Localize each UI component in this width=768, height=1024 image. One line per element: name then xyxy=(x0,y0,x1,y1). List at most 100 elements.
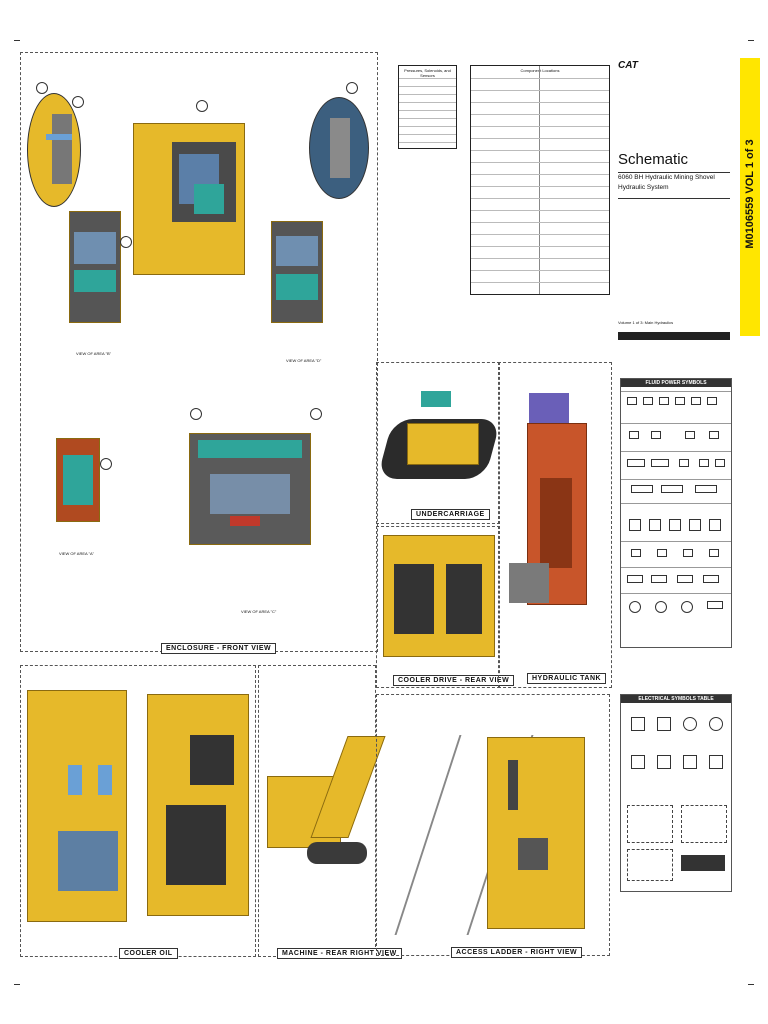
access-module xyxy=(487,737,585,929)
symbol xyxy=(657,717,671,731)
view-label-c: VIEW OF AREA "C" xyxy=(241,609,277,614)
hydraulic-tank-panel: HYDRAULIC TANK xyxy=(498,362,612,688)
symbol xyxy=(631,755,645,769)
cooler-drive-panel: COOLER DRIVE - REAR VIEW xyxy=(376,526,515,688)
view-label-b: VIEW OF AREA "B" xyxy=(76,351,112,356)
enclosure-3d xyxy=(133,123,245,275)
crop-mark xyxy=(748,984,754,985)
doc-subtitle-1: 6060 BH Hydraulic Mining Shovel xyxy=(618,174,715,181)
enclosure-panel: VIEW OF AREA "B" VIEW OF AREA "D" VIEW O… xyxy=(20,52,378,654)
symbol xyxy=(709,519,721,531)
callout-marker xyxy=(36,82,48,94)
volume-text: Volume 1 of 3: Main Hydraulics xyxy=(618,320,674,325)
pressure-table: Pressures, Solenoids, and Sensors xyxy=(398,65,457,149)
panel-label-cooler-oil: COOLER OIL xyxy=(119,948,178,959)
callout-marker xyxy=(346,82,358,94)
symbol xyxy=(715,459,725,467)
title-bar xyxy=(618,332,730,340)
symbol xyxy=(707,397,717,405)
symbol xyxy=(669,519,681,531)
panel-label-cooler-drive: COOLER DRIVE - REAR VIEW xyxy=(393,675,515,686)
symbol xyxy=(651,431,661,439)
fluid-power-symbols: FLUID POWER SYMBOLS xyxy=(620,378,732,648)
electrical-symbols-title: ELECTRICAL SYMBOLS TABLE xyxy=(621,695,731,703)
symbol xyxy=(629,431,639,439)
tracks xyxy=(307,842,367,864)
symbol xyxy=(659,397,669,405)
fluid-symbols-title: FLUID POWER SYMBOLS xyxy=(621,379,731,387)
swivel-joint xyxy=(421,391,451,407)
cooler-housing xyxy=(383,535,495,657)
cooler-oil-front xyxy=(27,690,127,922)
pressure-table-title: Pressures, Solenoids, and Sensors xyxy=(404,68,451,78)
callout-marker xyxy=(190,408,202,420)
symbol xyxy=(655,601,667,613)
panel-label-access-ladder: ACCESS LADDER - RIGHT VIEW xyxy=(451,947,583,958)
wiring-example xyxy=(627,849,673,881)
view-label-d: VIEW OF AREA "D" xyxy=(286,358,322,363)
zoom-callout-left xyxy=(27,93,81,245)
component-location-table: Component Locations xyxy=(470,65,610,295)
symbol xyxy=(709,717,723,731)
valve-area-a xyxy=(56,438,100,522)
valve-block-b xyxy=(69,211,121,323)
symbol xyxy=(631,717,645,731)
title-block: CAT Schematic 6060 BH Hydraulic Mining S… xyxy=(618,58,730,348)
zoom-callout-right xyxy=(309,97,369,199)
symbol xyxy=(657,549,667,557)
view-label-a: VIEW OF AREA "A" xyxy=(59,551,95,556)
symbol xyxy=(709,755,723,769)
symbol xyxy=(651,575,667,583)
valve-block-d xyxy=(271,221,323,323)
symbol xyxy=(627,575,643,583)
crop-mark xyxy=(14,984,20,985)
symbol xyxy=(661,485,683,493)
symbol xyxy=(683,549,693,557)
hydraulic-tank xyxy=(527,423,587,605)
symbol xyxy=(685,431,695,439)
symbol xyxy=(651,459,669,467)
symbol xyxy=(695,485,717,493)
panel-label-machine-rear: MACHINE - REAR RIGHT VIEW xyxy=(277,948,402,959)
volume-strip: M0106559 VOL 1 of 3 xyxy=(740,58,760,336)
access-ladder-panel: ACCESS LADDER - RIGHT VIEW xyxy=(376,694,610,958)
suction-lines xyxy=(509,563,549,603)
callout-marker xyxy=(196,100,208,112)
symbol xyxy=(691,397,701,405)
panel-label-hydraulic-tank: HYDRAULIC TANK xyxy=(527,673,607,684)
cat-logo: CAT xyxy=(618,60,638,71)
symbol xyxy=(675,397,685,405)
symbol xyxy=(631,549,641,557)
symbol xyxy=(629,519,641,531)
symbol xyxy=(643,397,653,405)
symbol xyxy=(683,717,697,731)
connector-symbol xyxy=(681,855,725,871)
callout-marker xyxy=(72,96,84,108)
vertical-id: M0106559 VOL 1 of 3 xyxy=(744,139,756,249)
callout-marker xyxy=(120,236,132,248)
symbol xyxy=(681,601,693,613)
undercarriage-panel: UNDERCARRIAGE xyxy=(376,362,502,524)
symbol xyxy=(689,519,701,531)
symbol xyxy=(707,601,723,609)
cooler-oil-panel: COOLER OIL xyxy=(20,665,256,959)
symbol xyxy=(627,459,645,467)
car-body xyxy=(407,423,479,465)
doc-subtitle-2: Hydraulic System xyxy=(618,184,669,191)
panel-label-undercarriage: UNDERCARRIAGE xyxy=(411,509,490,520)
return-filters xyxy=(529,393,569,423)
symbol xyxy=(709,431,719,439)
crop-mark xyxy=(14,40,20,41)
symbol xyxy=(649,519,661,531)
machine-rear-panel: MACHINE - REAR RIGHT VIEW xyxy=(258,665,402,959)
panel-label-enclosure: ENCLOSURE - FRONT VIEW xyxy=(161,643,277,654)
symbol xyxy=(683,755,697,769)
wiring-example xyxy=(681,805,727,843)
crop-mark xyxy=(748,40,754,41)
symbol xyxy=(631,485,653,493)
symbol xyxy=(679,459,689,467)
symbol xyxy=(677,575,693,583)
symbol xyxy=(709,549,719,557)
electrical-symbols: ELECTRICAL SYMBOLS TABLE xyxy=(620,694,732,892)
wiring-example xyxy=(627,805,673,843)
